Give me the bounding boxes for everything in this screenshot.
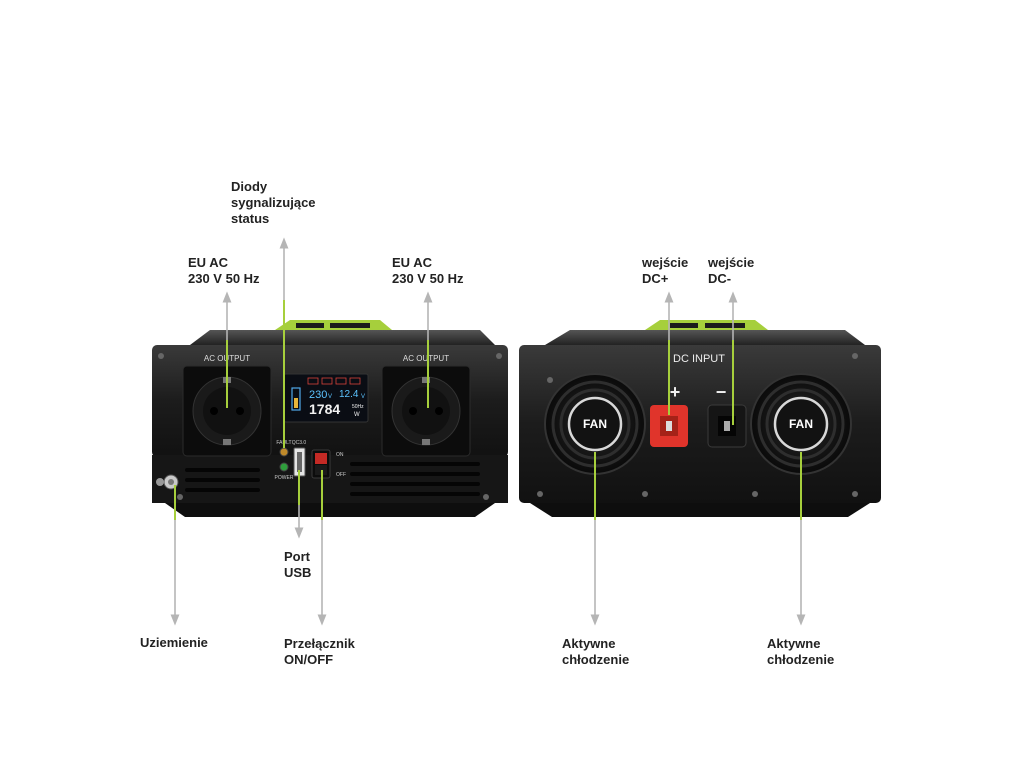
- power-led-label: POWER: [275, 475, 294, 481]
- display-battery-unit: V: [361, 394, 365, 400]
- usb-label: QC3.0: [292, 440, 307, 446]
- switch-off-label: OFF: [336, 472, 346, 478]
- fault-led: [279, 447, 289, 457]
- dc-minus-terminal[interactable]: [707, 404, 747, 448]
- ac-socket-right: [381, 365, 471, 457]
- front-unit: AC OUTPUT AC OUTPUT 230 V 12.4 V 1784: [152, 320, 508, 517]
- callout-dc-plus: wejście DC+: [642, 255, 689, 286]
- callout-cooling-left: Aktywne chłodzenie: [562, 636, 630, 667]
- fan-left-label: FAN: [583, 417, 607, 431]
- back-screws: [537, 353, 858, 497]
- display-power: 1784: [309, 401, 340, 417]
- control-panel: FAULT POWER QC3.0 ON OFF: [275, 440, 346, 481]
- callout-ac-output-left: EU AC 230 V 50 Hz: [188, 255, 260, 286]
- ac-output-label-right: AC OUTPUT: [403, 354, 449, 363]
- dc-minus-sign: −: [716, 382, 727, 402]
- fan-right: [750, 373, 852, 475]
- dc-plus-terminal[interactable]: [650, 405, 688, 447]
- front-top-lid: [190, 330, 495, 345]
- display-input-unit: V: [328, 394, 332, 400]
- callout-ground: Uziemienie: [140, 635, 208, 650]
- display-input-voltage: 230: [309, 389, 327, 401]
- back-green-label: [645, 320, 768, 330]
- ac-socket-left: [182, 365, 272, 457]
- callout-dc-minus: wejście DC-: [708, 255, 755, 286]
- dc-plus-sign: +: [670, 382, 681, 402]
- front-base-plate: [165, 503, 495, 517]
- battery-icon: [291, 387, 301, 411]
- front-green-label: [275, 320, 392, 330]
- fan-right-label: FAN: [789, 417, 813, 431]
- front-vents: [185, 462, 480, 496]
- callout-switch: Przełącznik ON/OFF: [284, 636, 355, 667]
- callout-green-accents: [174, 300, 802, 520]
- callout-ac-output-right: EU AC 230 V 50 Hz: [392, 255, 464, 286]
- back-base-plate: [530, 503, 870, 517]
- back-top-lid: [545, 330, 865, 345]
- lcd-display: 230 V 12.4 V 1784 50Hz W: [283, 373, 369, 423]
- switch-on-label: ON: [336, 452, 344, 458]
- front-screws: [158, 353, 502, 500]
- callout-usb-port: Port USB: [284, 549, 312, 580]
- callout-cooling-right: Aktywne chłodzenie: [767, 636, 835, 667]
- display-power-unit: W: [354, 412, 360, 418]
- callout-status-leds: Diody sygnalizujące status: [231, 179, 316, 226]
- display-frequency: 50Hz: [352, 404, 364, 410]
- fan-left: [544, 373, 646, 475]
- display-battery-voltage: 12.4: [339, 389, 359, 400]
- back-unit: DC INPUT + − FAN FAN: [519, 320, 881, 517]
- power-led: [279, 462, 289, 472]
- dc-input-label: DC INPUT: [673, 353, 725, 365]
